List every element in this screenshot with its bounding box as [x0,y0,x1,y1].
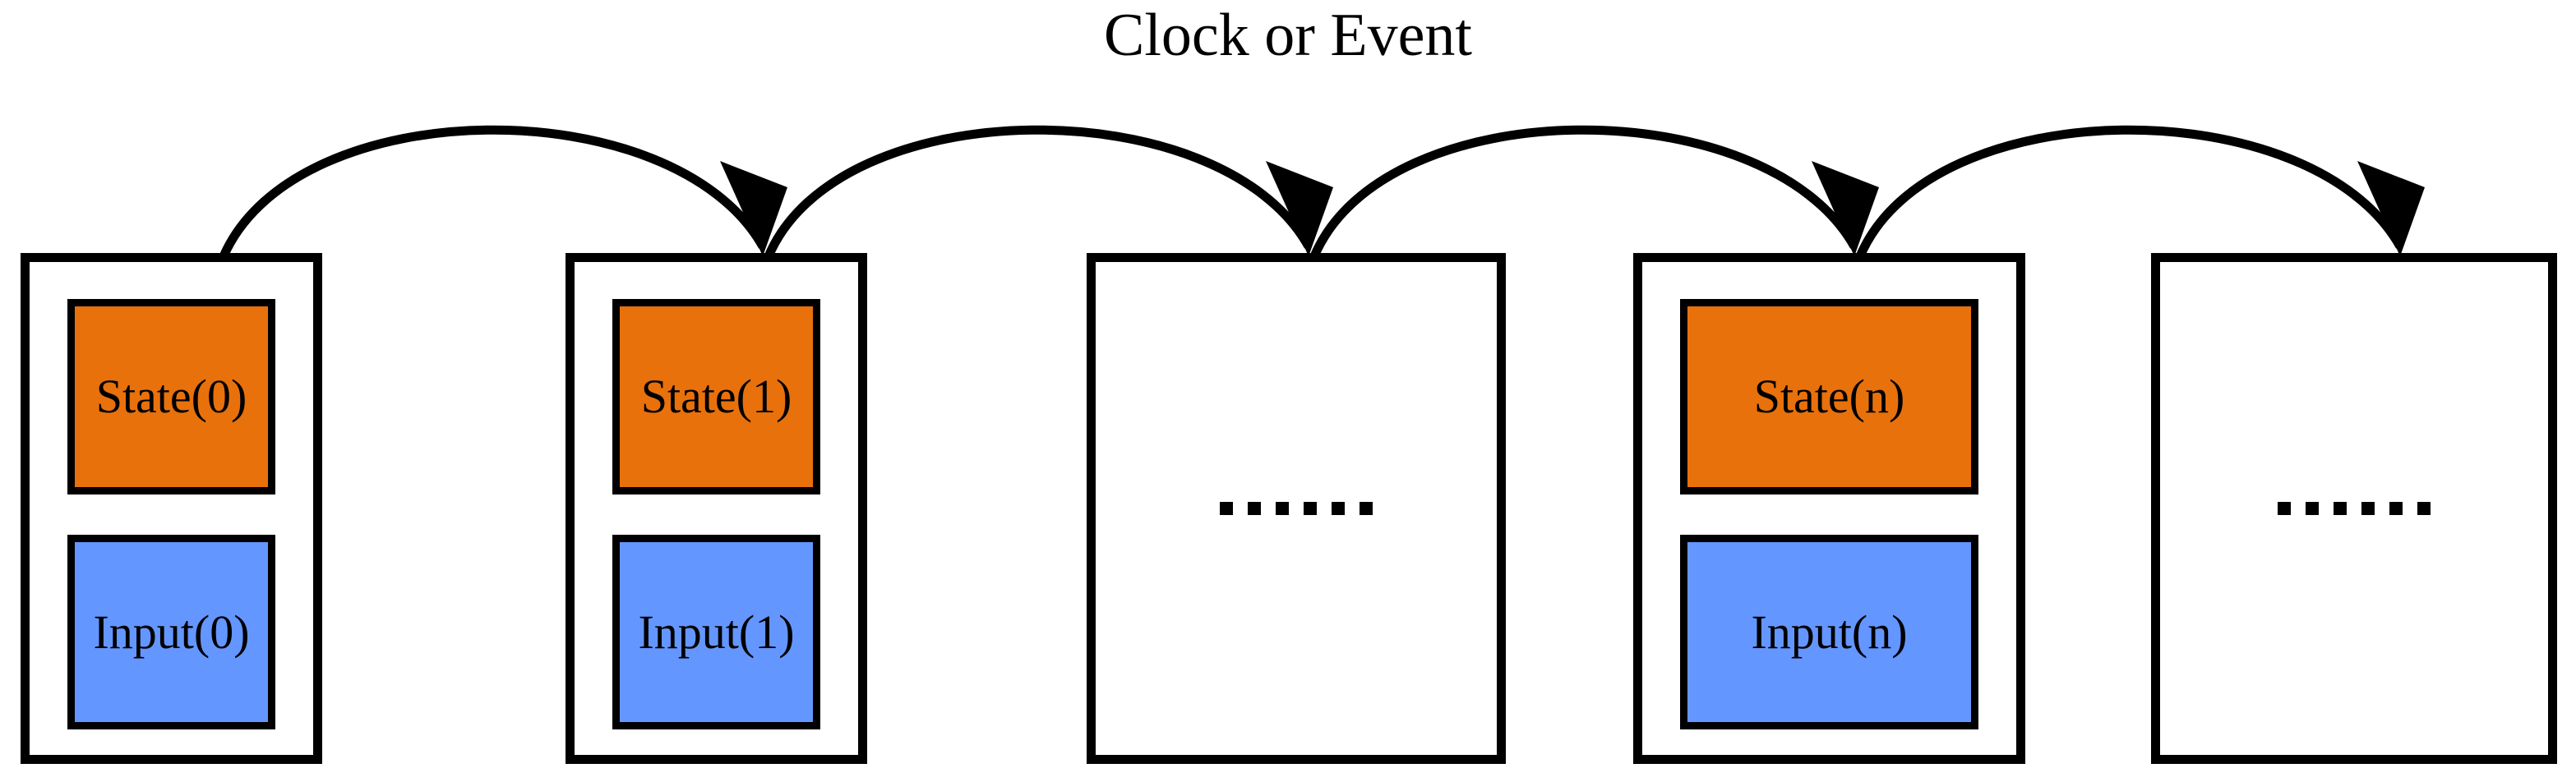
step-box-ellipsis-1[interactable] [1087,253,1506,764]
input-cell-0[interactable]: Input(0) [67,535,275,729]
state-label-1: State(1) [640,370,792,423]
state-cell-0[interactable]: State(0) [67,299,275,494]
transition-arrow-3 [1855,125,2425,259]
state-label-n: State(n) [1753,370,1905,423]
state-label-0: State(0) [95,370,247,423]
timeline-steps-row: State(0) Input(0) State(1) Input(1) [0,253,2576,769]
input-label-0: Input(0) [93,605,250,659]
state-cell-1[interactable]: State(1) [612,299,820,494]
ellipsis-cell-2 [2160,262,2548,755]
input-cell-n[interactable]: Input(n) [1680,535,1978,729]
step-box-ellipsis-2[interactable] [2151,253,2557,764]
step-box-1[interactable]: State(1) Input(1) [566,253,867,764]
step-box-0[interactable]: State(0) Input(0) [21,253,322,764]
input-cell-1[interactable]: Input(1) [612,535,820,729]
transition-arrow-1 [764,125,1333,259]
ellipsis-icon [1220,502,1373,515]
input-label-n: Input(n) [1751,605,1908,659]
transition-arrow-0 [219,125,787,259]
state-cell-n[interactable]: State(n) [1680,299,1978,494]
page-title: Clock or Event [1103,2,1472,69]
transition-arrow-2 [1309,125,1879,259]
input-label-1: Input(1) [638,605,795,659]
step-box-n[interactable]: State(n) Input(n) [1633,253,2025,764]
ellipsis-icon [2278,502,2431,515]
ellipsis-cell-1 [1096,262,1497,755]
